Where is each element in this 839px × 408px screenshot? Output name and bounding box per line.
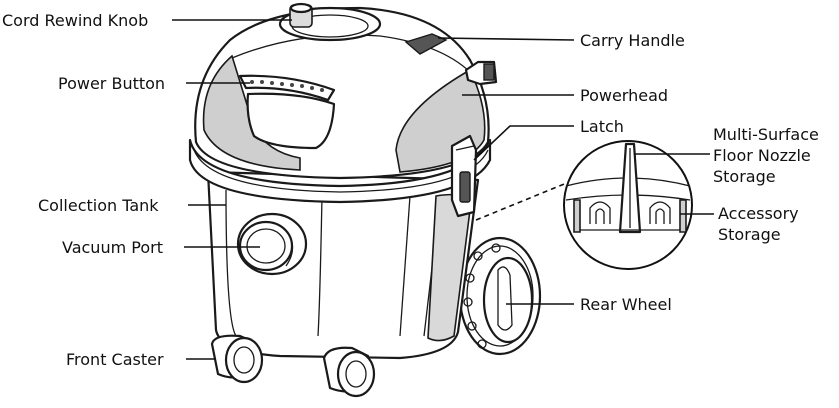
- label-front-caster: Front Caster: [66, 350, 164, 369]
- leader-lines: [172, 19, 714, 360]
- label-powerhead: Powerhead: [580, 86, 668, 105]
- label-cord-rewind-knob: Cord Rewind Knob: [2, 11, 148, 30]
- storage-detail-inset: [475, 140, 693, 270]
- label-accessory-line1: Accessory: [718, 204, 799, 223]
- label-multi-surface-line3: Storage: [713, 167, 776, 186]
- vacuum-illustration: [188, 2, 542, 398]
- label-collection-tank: Collection Tank: [38, 196, 159, 215]
- label-rear-wheel: Rear Wheel: [580, 295, 672, 314]
- label-multi-surface-line2: Floor Nozzle: [713, 146, 811, 165]
- label-accessory-line2: Storage: [718, 225, 781, 244]
- label-multi-surface-line1: Multi-Surface: [713, 125, 819, 144]
- callout-labels: Cord Rewind Knob Power Button Collection…: [2, 11, 819, 369]
- vacuum-port-shape: [236, 212, 308, 276]
- label-latch: Latch: [580, 117, 624, 136]
- front-casters: [210, 334, 376, 398]
- label-vacuum-port: Vacuum Port: [62, 238, 163, 257]
- label-carry-handle: Carry Handle: [580, 31, 685, 50]
- label-power-button: Power Button: [58, 74, 165, 93]
- rear-wheel: [458, 236, 542, 356]
- power-button-grille: [250, 80, 324, 92]
